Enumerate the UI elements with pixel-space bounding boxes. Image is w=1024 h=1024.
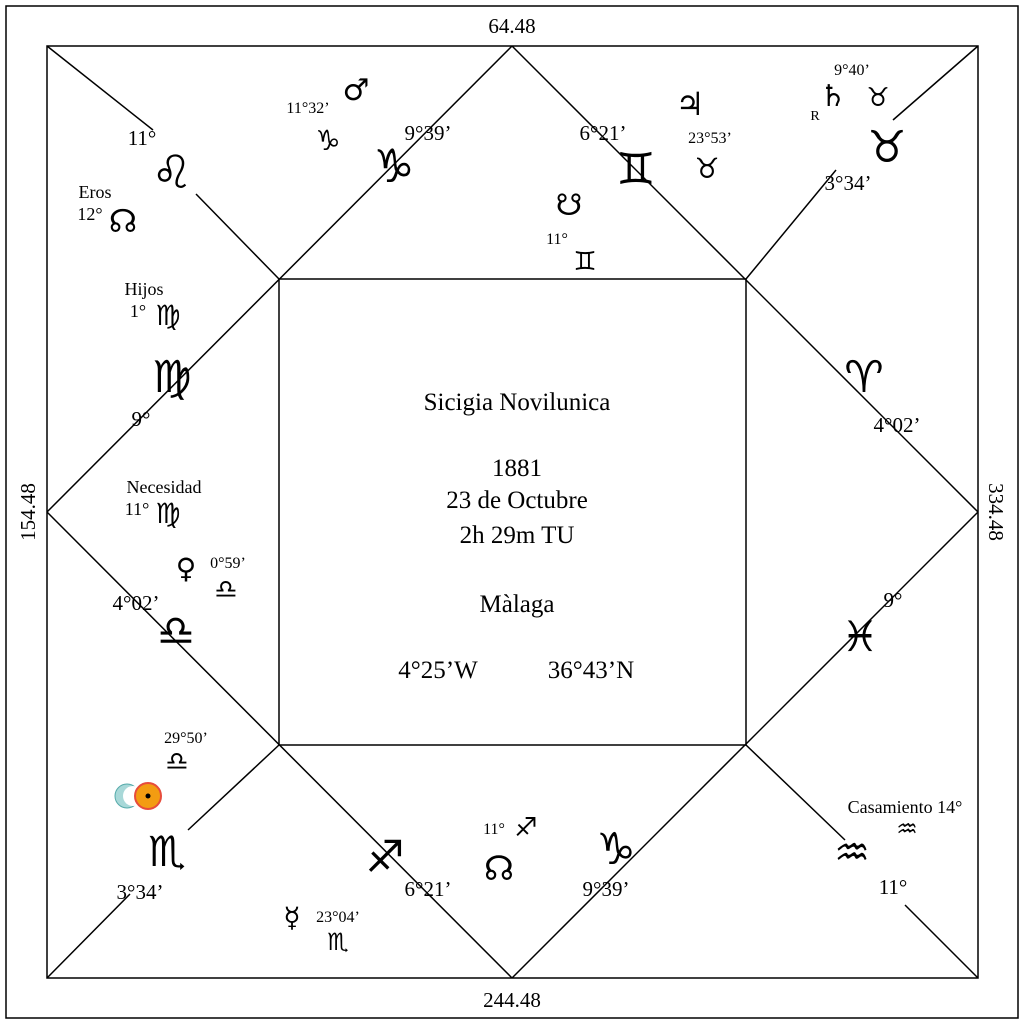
lot-eros-name: Eros: [79, 182, 112, 202]
lot-necesidad-name: Necesidad: [127, 477, 202, 497]
north-node-icon: ☊: [109, 202, 137, 240]
lot-necesidad-degree: 11°: [125, 499, 150, 519]
cusp-scorpio-degree: 3°34’: [117, 880, 164, 904]
taurus-small-icon: ♉: [694, 152, 719, 185]
lot-casamiento: Casamiento 14°: [848, 797, 963, 817]
center-info: Sicigia Novilunica 1881 23 de Octubre 2h…: [398, 389, 634, 684]
mercury-icon: ☿: [283, 901, 300, 934]
north-node-icon-2: ☊: [484, 849, 514, 889]
aries-icon: ♈: [844, 352, 883, 403]
inner-square: [278, 278, 747, 746]
planet-north-node-degree: 11°: [483, 821, 505, 838]
capricorn-small-icon: ♑: [315, 124, 340, 157]
planet-saturn-degree: 9°40’: [834, 62, 870, 79]
chart-time: 2h 29m TU: [460, 522, 575, 549]
degree-bottom: 244.48: [483, 988, 541, 1012]
cusp-taurus-degree: 3°34’: [825, 171, 872, 195]
cusp-gemini-degree: 6°21’: [580, 121, 627, 145]
cusp-virgo-degree: 9°: [132, 407, 151, 431]
aquarius-small-icon: ♒: [896, 815, 918, 843]
corner-diagonals: [46, 45, 979, 979]
taurus-small-icon-2: ♉: [866, 83, 889, 113]
cusp-aquarius-degree: 11°: [879, 875, 908, 899]
leo-icon: ♌: [151, 145, 192, 199]
planet-venus-degree: 0°59’: [210, 555, 246, 572]
planet-jupiter-degree: 23°53’: [688, 130, 732, 147]
chart-longitude: 4°25’W: [398, 657, 478, 684]
chart-date: 23 de Octubre: [446, 487, 588, 514]
capricorn-icon-2: ♑: [596, 824, 635, 875]
jupiter-icon: ♃: [676, 85, 705, 123]
planet-mars-degree: 11°32’: [286, 100, 329, 117]
sagittarius-icon: ♐: [365, 832, 404, 883]
saturn-icon: ♄: [820, 79, 847, 114]
cusp-sagittarius-degree: 6°21’: [405, 877, 452, 901]
venus-icon: ♀: [176, 552, 197, 585]
lot-eros-degree: 12°: [77, 204, 102, 224]
libra-small-icon: ♎: [214, 575, 237, 605]
aquarius-icon: ♒: [834, 830, 870, 876]
sun-icon: [134, 782, 162, 810]
scorpio-small-icon: ♏: [327, 928, 349, 956]
south-node-icon: ☋: [556, 188, 583, 223]
scorpio-icon: ♏: [148, 827, 186, 876]
cusp-aries-degree: 4°02’: [874, 413, 921, 437]
chart-year: 1881: [492, 455, 542, 482]
capricorn-icon: ♑: [373, 139, 414, 193]
planet-south-node-degree: 11°: [546, 231, 568, 248]
planet-sun-moon-degree: 29°50’: [164, 730, 208, 747]
degree-top: 64.48: [488, 14, 535, 38]
virgo-small-icon-2: ♍: [155, 497, 180, 530]
planet-saturn-retro: R: [810, 109, 820, 124]
lot-hijos-name: Hijos: [124, 279, 163, 299]
chart-title: Sicigia Novilunica: [424, 389, 611, 416]
chart-latitude: 36°43’N: [548, 657, 634, 684]
outer-border: [5, 5, 1019, 1019]
chart-place: Màlaga: [480, 591, 555, 618]
cusp-capricorn-bottom-degree: 9°39’: [583, 877, 630, 901]
libra-small-icon-2: ♎: [165, 747, 188, 777]
degree-left: 154.48: [16, 483, 40, 541]
cusp-capricorn-top-degree: 9°39’: [405, 121, 452, 145]
cusp-leo-degree: 11°: [128, 126, 157, 150]
pisces-icon: ♓: [841, 612, 879, 661]
virgo-icon: ♍: [152, 352, 191, 403]
cusp-libra-degree: 4°02’: [113, 591, 160, 615]
diamond-lines: [46, 45, 979, 979]
degree-right: 334.48: [984, 483, 1008, 541]
taurus-icon: ♉: [867, 122, 906, 173]
sagittarius-small-icon: ♐: [514, 813, 537, 843]
mars-icon: ♂: [343, 73, 370, 108]
cusp-pisces-degree: 9°: [884, 588, 903, 612]
lot-hijos-degree: 1°: [130, 301, 146, 321]
gemini-small-icon: ♊: [573, 247, 596, 277]
virgo-small-icon: ♍: [155, 299, 180, 332]
libra-icon: ♎: [157, 606, 195, 655]
planet-mercury-degree: 23°04’: [316, 909, 360, 926]
gemini-icon: ♊: [616, 144, 655, 195]
